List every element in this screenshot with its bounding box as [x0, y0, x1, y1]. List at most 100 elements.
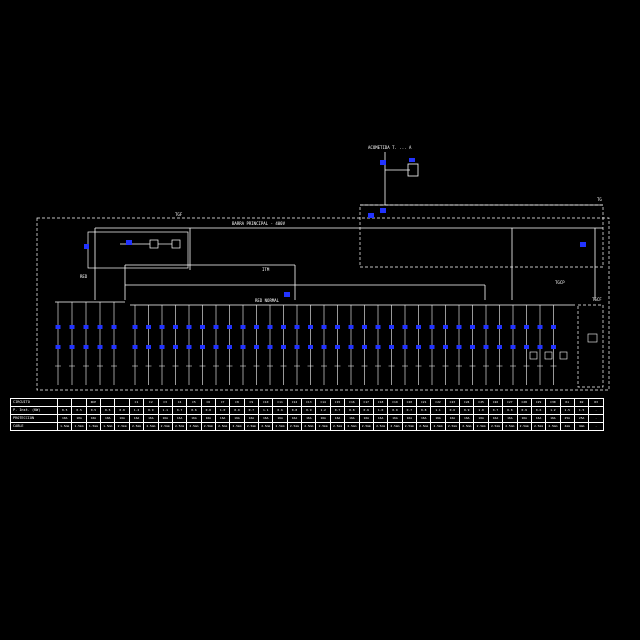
table-cell: 16A — [430, 414, 446, 423]
table-cell: 16A — [143, 414, 159, 423]
table-cell: 2.5mm — [502, 422, 518, 431]
breaker-icon — [240, 325, 246, 329]
breaker-icon — [159, 345, 165, 349]
table-cell: 2.5mm — [286, 422, 303, 431]
breaker-icon — [186, 325, 192, 329]
table-cell: 16A — [214, 414, 231, 423]
table-cell: 10A — [71, 414, 87, 423]
breaker-icon — [483, 325, 489, 329]
table-cell: 0.6 — [272, 406, 288, 415]
breaker-icon — [200, 325, 205, 329]
table-cell: 2.5mm — [301, 422, 317, 431]
breaker-icon — [416, 325, 421, 329]
table-cell: 2.5mm — [329, 422, 346, 431]
table-cell: 0.6 — [358, 406, 374, 415]
row-header: CABLE — [10, 422, 58, 431]
table-cell: RCP — [85, 398, 102, 407]
supply-label: ACOMETIDA T. ... A — [368, 145, 412, 150]
breaker-icon — [348, 345, 354, 349]
table-cell: 16A — [286, 414, 303, 423]
table-cell: 16A — [473, 414, 489, 423]
tgcp-label: TGCP — [555, 280, 565, 285]
table-cell: 0.9 — [387, 406, 403, 415]
table-cell: 16A — [459, 414, 475, 423]
table-cell: 2.5mm — [444, 422, 461, 431]
table-cell: C5 — [186, 398, 202, 407]
table-cell: 1.5mm — [71, 422, 87, 431]
table-cell: 0.9 — [143, 406, 159, 415]
bus-label: BARRA PRINCIPAL - 400V — [232, 221, 285, 226]
table-cell: 1.1 — [157, 406, 173, 415]
table-cell: 16A — [487, 414, 504, 423]
breaker-icon — [97, 325, 103, 329]
table-cell: C15 — [329, 398, 346, 407]
table-cell: 1.2 — [545, 406, 561, 415]
table-cell: 25A — [573, 414, 590, 423]
table-cell: 16A — [530, 414, 547, 423]
breaker-icon — [497, 345, 502, 349]
table-cell: 16A — [171, 414, 188, 423]
table-cell: 2.5mm — [516, 422, 532, 431]
breaker-icon — [321, 325, 327, 329]
breaker-icon — [267, 345, 273, 349]
table-cell: C6 — [200, 398, 216, 407]
breaker-icon — [227, 325, 232, 329]
table-cell: 0.7 — [487, 406, 504, 415]
table-cell: 1.0 — [473, 406, 489, 415]
breaker-icon — [537, 345, 543, 349]
table-cell: 0.6 — [530, 406, 547, 415]
table-cell: C20 — [401, 398, 417, 407]
breaker-icon — [132, 345, 138, 349]
table-cell: 0.9 — [516, 406, 532, 415]
table-cell: 2.5mm — [358, 422, 374, 431]
table-cell: 25A — [559, 414, 575, 423]
table-cell: C28 — [516, 398, 532, 407]
table-cell: 10A — [85, 414, 102, 423]
breaker-icon — [308, 345, 313, 349]
table-cell: - — [588, 414, 604, 423]
table-cell: C17 — [358, 398, 374, 407]
table-cell: 16A — [415, 414, 432, 423]
table-cell: R1 — [559, 398, 575, 407]
table-cell: 2.5mm — [372, 422, 389, 431]
breaker-icon — [375, 345, 381, 349]
breaker-icon — [97, 345, 103, 349]
breaker-icon — [83, 345, 89, 349]
breaker-icon — [470, 325, 475, 329]
breaker-icon — [254, 325, 259, 329]
breaker-icon — [389, 345, 394, 349]
table-cell: 2.5mm — [243, 422, 260, 431]
breaker-icon — [200, 345, 205, 349]
table-cell: 0.9 — [459, 406, 475, 415]
table-cell: 0.5 — [71, 406, 87, 415]
table-cell: C26 — [487, 398, 504, 407]
table-cell: - — [588, 406, 604, 415]
breaker-icon — [281, 345, 286, 349]
row-header: PROTECCION — [10, 414, 58, 423]
table-cell: 0.8 — [344, 406, 360, 415]
table-cell: 16A — [545, 414, 561, 423]
table-cell: 16A — [329, 414, 346, 423]
breaker-icon — [348, 325, 354, 329]
breaker-icon — [551, 345, 556, 349]
table-cell: 16A — [516, 414, 532, 423]
breaker-icon — [456, 345, 462, 349]
table-cell: 1.0 — [372, 406, 389, 415]
breaker-icon — [402, 345, 408, 349]
table-cell: 0.9 — [229, 406, 245, 415]
table-cell: 2.5mm — [401, 422, 417, 431]
breaker-icon — [416, 345, 421, 349]
table-cell: C12 — [286, 398, 303, 407]
table-cell: 0.8 — [502, 406, 518, 415]
table-cell: 2.5mm — [186, 422, 202, 431]
breaker-icon — [429, 345, 435, 349]
table-cell: C2 — [143, 398, 159, 407]
main-breaker-icon — [380, 158, 415, 213]
breaker-icon — [186, 345, 192, 349]
table-cell: 0.6 — [444, 406, 461, 415]
table-cell: 1.5 — [559, 406, 575, 415]
breaker-icon — [510, 325, 516, 329]
table-cell: 10A — [56, 414, 73, 423]
